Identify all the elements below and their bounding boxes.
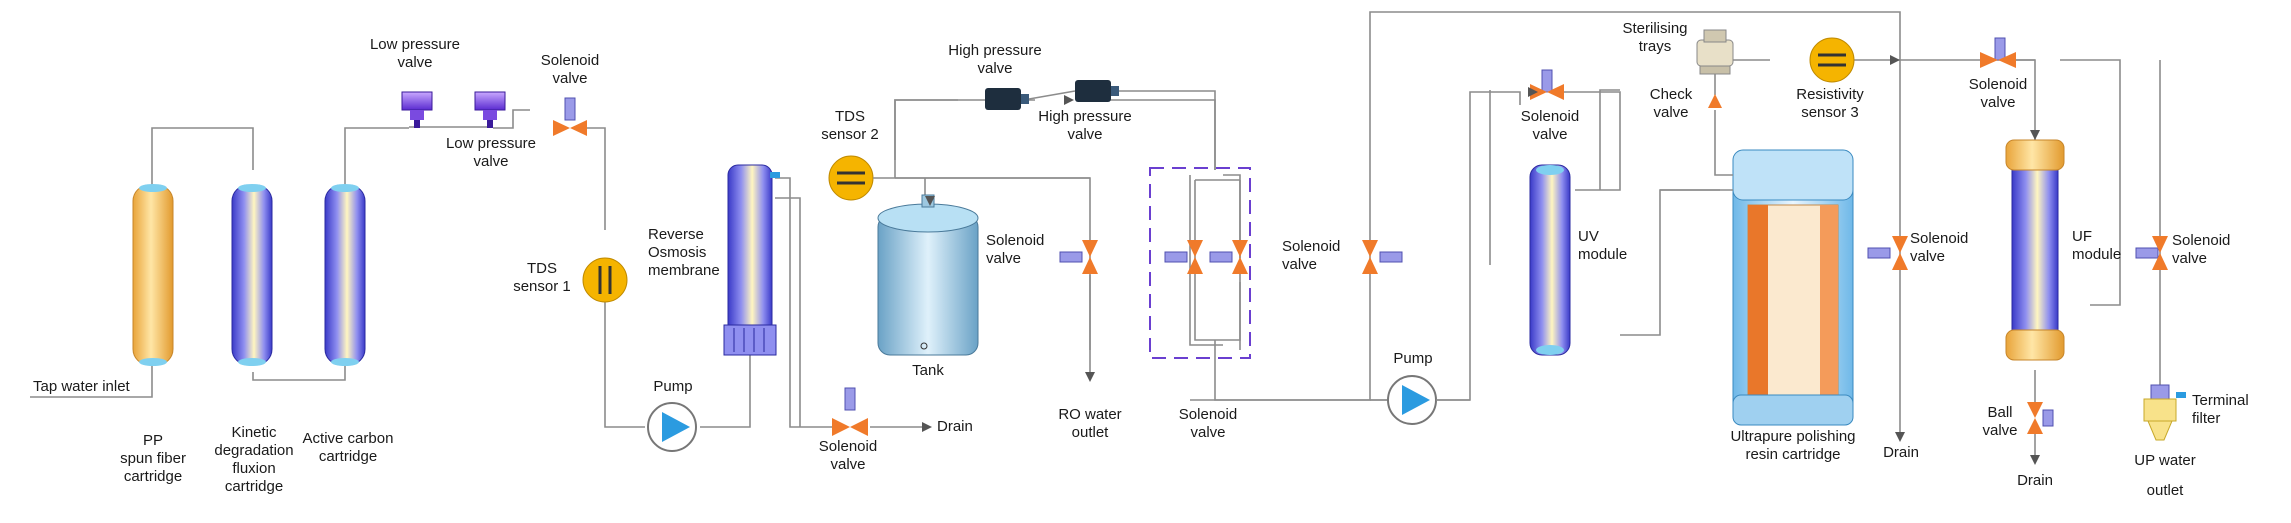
ro-membrane bbox=[723, 164, 780, 356]
arrow-icon bbox=[1890, 55, 1900, 65]
solenoid-valve-icon bbox=[1530, 69, 1564, 100]
low-pressure-valve-icon bbox=[474, 91, 506, 128]
bypass-dashed-box bbox=[1149, 167, 1251, 359]
solenoid-valve-icon bbox=[1164, 240, 1203, 274]
ball-valve-icon bbox=[2027, 402, 2054, 434]
tds-sensor-1-icon bbox=[582, 257, 628, 303]
solenoid-valve-icon bbox=[1059, 240, 1098, 274]
high-pressure-valve-icon bbox=[1075, 80, 1119, 102]
arrow-icon bbox=[2030, 455, 2040, 465]
arrow-icon bbox=[925, 196, 935, 206]
pump-2-icon bbox=[1387, 375, 1437, 425]
tank-label: Tank bbox=[912, 362, 944, 379]
pump-1-icon bbox=[647, 402, 697, 452]
uv-module bbox=[1529, 164, 1571, 356]
solenoid-valve-icon bbox=[1362, 240, 1403, 274]
pump-2-label: Pump bbox=[1393, 350, 1433, 367]
arrow-icon bbox=[922, 422, 932, 432]
drain-1-label: Drain bbox=[937, 418, 973, 435]
solenoid-valve-icon bbox=[553, 97, 587, 136]
resistivity-sensor-icon bbox=[1809, 37, 1855, 83]
solenoid-valve-icon bbox=[2135, 236, 2168, 270]
kinetic-degradation-cartridge bbox=[231, 184, 273, 366]
tds-sensor-2-icon bbox=[828, 155, 874, 201]
drain-2-label: Drain bbox=[1883, 444, 1919, 461]
tap-water-inlet-label: Tap water inlet bbox=[33, 378, 130, 395]
active-carbon-cartridge bbox=[324, 184, 366, 366]
sterilising-trays-icon bbox=[1696, 29, 1734, 75]
terminal-filter-icon bbox=[2143, 384, 2186, 441]
arrow-icon bbox=[1528, 87, 1538, 97]
low-pressure-valve-icon bbox=[401, 91, 433, 128]
check-valve-icon bbox=[1708, 94, 1722, 108]
solenoid-valve-icon bbox=[1209, 240, 1248, 274]
arrow-icon bbox=[1085, 372, 1095, 382]
uf-module bbox=[2005, 139, 2065, 361]
drain-3-label: Drain bbox=[2017, 472, 2053, 489]
ultrapure-polishing-cartridge bbox=[1732, 149, 1854, 426]
high-pressure-valve-icon bbox=[985, 88, 1029, 110]
solenoid-valve-icon bbox=[1867, 236, 1908, 270]
pp-spun-fiber-cartridge bbox=[132, 184, 174, 366]
arrow-icon bbox=[1064, 95, 1074, 105]
tank bbox=[877, 194, 979, 356]
solenoid-valve-icon bbox=[1980, 37, 2016, 68]
arrow-icon bbox=[1895, 432, 1905, 442]
pump-1-label: Pump bbox=[653, 378, 693, 395]
solenoid-valve-icon bbox=[832, 387, 868, 436]
arrow-icon bbox=[2030, 130, 2040, 140]
